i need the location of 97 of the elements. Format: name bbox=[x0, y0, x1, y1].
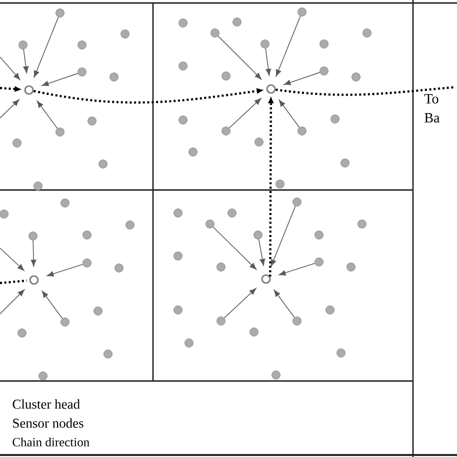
sensor-node bbox=[56, 8, 64, 18]
sensor-node bbox=[178, 62, 188, 70]
sensor-node bbox=[98, 160, 108, 168]
dotted-arrow bbox=[33, 88, 264, 104]
sensor-node bbox=[28, 232, 38, 240]
sensor-node bbox=[18, 328, 26, 338]
sensor-node bbox=[232, 18, 242, 26]
sensor-node bbox=[174, 306, 182, 314]
sensor-node bbox=[362, 28, 372, 38]
arrow bbox=[274, 290, 295, 318]
sensor-node bbox=[174, 252, 182, 260]
sensor-node bbox=[34, 182, 42, 190]
arrow bbox=[224, 288, 256, 318]
arrow bbox=[0, 56, 20, 80]
sensor-node bbox=[346, 262, 356, 272]
sensor-node bbox=[178, 116, 188, 124]
sensor-node bbox=[314, 258, 324, 266]
label-text: To Ba bbox=[424, 94, 440, 122]
sensor-node bbox=[178, 18, 188, 28]
sensor-node bbox=[272, 370, 280, 380]
arrow bbox=[218, 36, 262, 80]
sensor-node bbox=[210, 28, 220, 38]
sensor-node bbox=[188, 148, 198, 156]
sensor-node bbox=[12, 138, 22, 148]
arrow bbox=[36, 100, 58, 129]
sensor-node bbox=[336, 348, 346, 358]
sensor-node bbox=[104, 350, 112, 358]
sensor-node bbox=[298, 126, 306, 136]
arrow bbox=[42, 290, 63, 319]
arrow bbox=[30, 240, 36, 266]
sensor-node bbox=[216, 262, 226, 272]
arrow bbox=[0, 289, 25, 314]
arrow bbox=[276, 16, 301, 76]
arrow bbox=[0, 248, 24, 271]
sensor-node bbox=[260, 40, 270, 48]
arrow bbox=[34, 16, 59, 78]
dotted-arrow bbox=[0, 86, 22, 92]
sensor-node bbox=[120, 30, 130, 38]
arrow bbox=[228, 98, 262, 128]
sensor-node bbox=[358, 220, 366, 228]
sensor-node bbox=[126, 220, 134, 230]
arrow bbox=[258, 239, 266, 266]
sensor-node bbox=[94, 306, 102, 316]
sensor-node bbox=[250, 328, 258, 336]
sensor-node bbox=[60, 198, 70, 208]
sensor-node bbox=[174, 208, 182, 218]
arrow bbox=[265, 48, 272, 76]
dotted-arrow bbox=[268, 96, 274, 277]
sensor-node bbox=[326, 306, 334, 314]
sensor-node bbox=[292, 316, 302, 326]
sensor-node bbox=[254, 138, 264, 146]
legend-text: Sensor nodes bbox=[13, 418, 84, 428]
sensor-node bbox=[330, 114, 340, 124]
cluster-head bbox=[29, 275, 39, 285]
sensor-node bbox=[78, 68, 86, 76]
sensor-node bbox=[184, 338, 194, 348]
sensor-node bbox=[78, 40, 86, 50]
sensor-node bbox=[276, 180, 284, 188]
arrow bbox=[278, 262, 316, 276]
sensor-node bbox=[254, 230, 262, 240]
arrow bbox=[278, 100, 300, 128]
arrow bbox=[270, 206, 296, 266]
sensor-node bbox=[340, 158, 350, 168]
sensor-node bbox=[38, 372, 48, 380]
sensor-node bbox=[320, 66, 328, 76]
dotted-line bbox=[276, 86, 455, 96]
cluster-head bbox=[24, 85, 34, 95]
sensor-node bbox=[56, 128, 64, 136]
cluster-head bbox=[261, 274, 271, 284]
sensor-node bbox=[82, 230, 92, 240]
sensor-node bbox=[82, 258, 92, 268]
dotted-line bbox=[0, 280, 27, 284]
sensor-node bbox=[352, 72, 360, 82]
sensor-node bbox=[320, 40, 328, 48]
sensor-node bbox=[0, 210, 8, 218]
legend-text: Chain direction bbox=[12, 438, 90, 446]
cluster-head bbox=[266, 84, 276, 94]
arrow bbox=[23, 49, 29, 74]
arrow bbox=[284, 72, 320, 86]
sensor-node bbox=[206, 220, 214, 228]
sensor-node bbox=[88, 116, 96, 126]
legend-text: Cluster head bbox=[12, 399, 80, 409]
sensor-node bbox=[298, 8, 306, 16]
sensor-node bbox=[216, 316, 226, 326]
sensor-node bbox=[114, 264, 124, 272]
sensor-node bbox=[222, 126, 230, 136]
sensor-node bbox=[60, 318, 70, 326]
arrow bbox=[212, 226, 256, 270]
sensor-node bbox=[110, 72, 118, 82]
sensor-node bbox=[314, 230, 324, 240]
arrow bbox=[42, 73, 78, 86]
sensor-node bbox=[222, 72, 230, 80]
arrow bbox=[0, 99, 20, 118]
sensor-node bbox=[228, 208, 236, 218]
arrow bbox=[46, 264, 84, 276]
sensor-node bbox=[292, 198, 302, 206]
sensor-node bbox=[18, 40, 28, 50]
